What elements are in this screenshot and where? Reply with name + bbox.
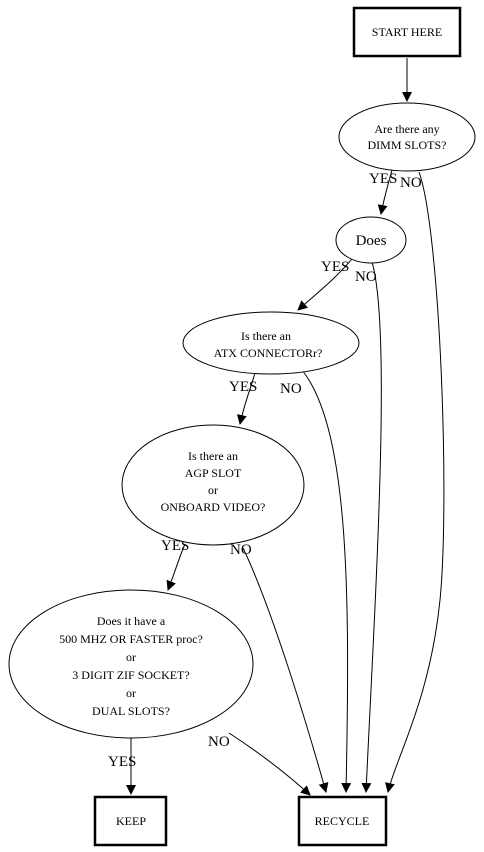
node-proc-line-1: 500 MHZ OR FASTER proc?: [59, 632, 203, 646]
label-dimm-no: NO: [400, 175, 422, 191]
edge-proc-no: [228, 732, 311, 796]
node-dimm: Are there any DIMM SLOTS?: [338, 102, 476, 172]
label-atx-no: NO: [280, 381, 302, 397]
label-atx-yes: YES: [229, 379, 257, 395]
node-agp: Is there an AGP SLOT or ONBOARD VIDEO?: [121, 424, 305, 546]
node-recycle-line-0: RECYCLE: [315, 814, 370, 828]
node-does-line-0: Does: [356, 233, 387, 249]
node-proc-line-5: DUAL SLOTS?: [92, 704, 170, 718]
node-dimm-line-1: DIMM SLOTS?: [367, 138, 446, 152]
label-proc-yes: YES: [108, 754, 136, 770]
node-proc-line-4: or: [126, 686, 136, 700]
node-keep-line-0: KEEP: [116, 814, 146, 828]
node-start: START HERE: [352, 6, 462, 58]
edge-atx-no: [301, 369, 352, 793]
node-proc-line-3: 3 DIGIT ZIF SOCKET?: [72, 668, 189, 682]
edge-does-yes: [297, 254, 356, 311]
node-recycle: RECYCLE: [297, 795, 388, 847]
node-proc-line-2: or: [126, 650, 136, 664]
label-agp-no: NO: [230, 542, 252, 558]
label-does-yes: YES: [321, 259, 349, 275]
node-agp-line-3: ONBOARD VIDEO?: [161, 500, 266, 514]
edges: [126, 58, 445, 796]
node-proc: Does it have a 500 MHZ OR FASTER proc? o…: [8, 589, 254, 739]
node-proc-line-0: Does it have a: [97, 614, 166, 628]
label-proc-no: NO: [208, 734, 230, 750]
edge-dimm-yes: [377, 169, 393, 215]
node-start-line-0: START HERE: [372, 25, 442, 39]
label-dimm-yes: YES: [369, 171, 397, 187]
node-atx: Is there an ATX CONNECTORr?: [182, 311, 360, 375]
edge-does-no: [361, 261, 382, 793]
node-atx-line-1: ATX CONNECTORr?: [214, 346, 323, 360]
edge-agp-no: [242, 547, 329, 793]
edge-dimm-no: [385, 171, 445, 793]
label-does-no: NO: [355, 269, 377, 285]
node-dimm-line-0: Are there any: [374, 122, 439, 136]
node-keep: KEEP: [93, 795, 168, 847]
edge-agp-yes: [166, 543, 186, 591]
node-agp-line-2: or: [208, 483, 218, 497]
edge-atx-yes: [236, 372, 256, 425]
node-agp-line-0: Is there an: [188, 449, 238, 463]
node-does: Does: [335, 216, 407, 264]
node-agp-line-1: AGP SLOT: [185, 466, 242, 480]
node-atx-line-0: Is there an: [241, 329, 291, 343]
